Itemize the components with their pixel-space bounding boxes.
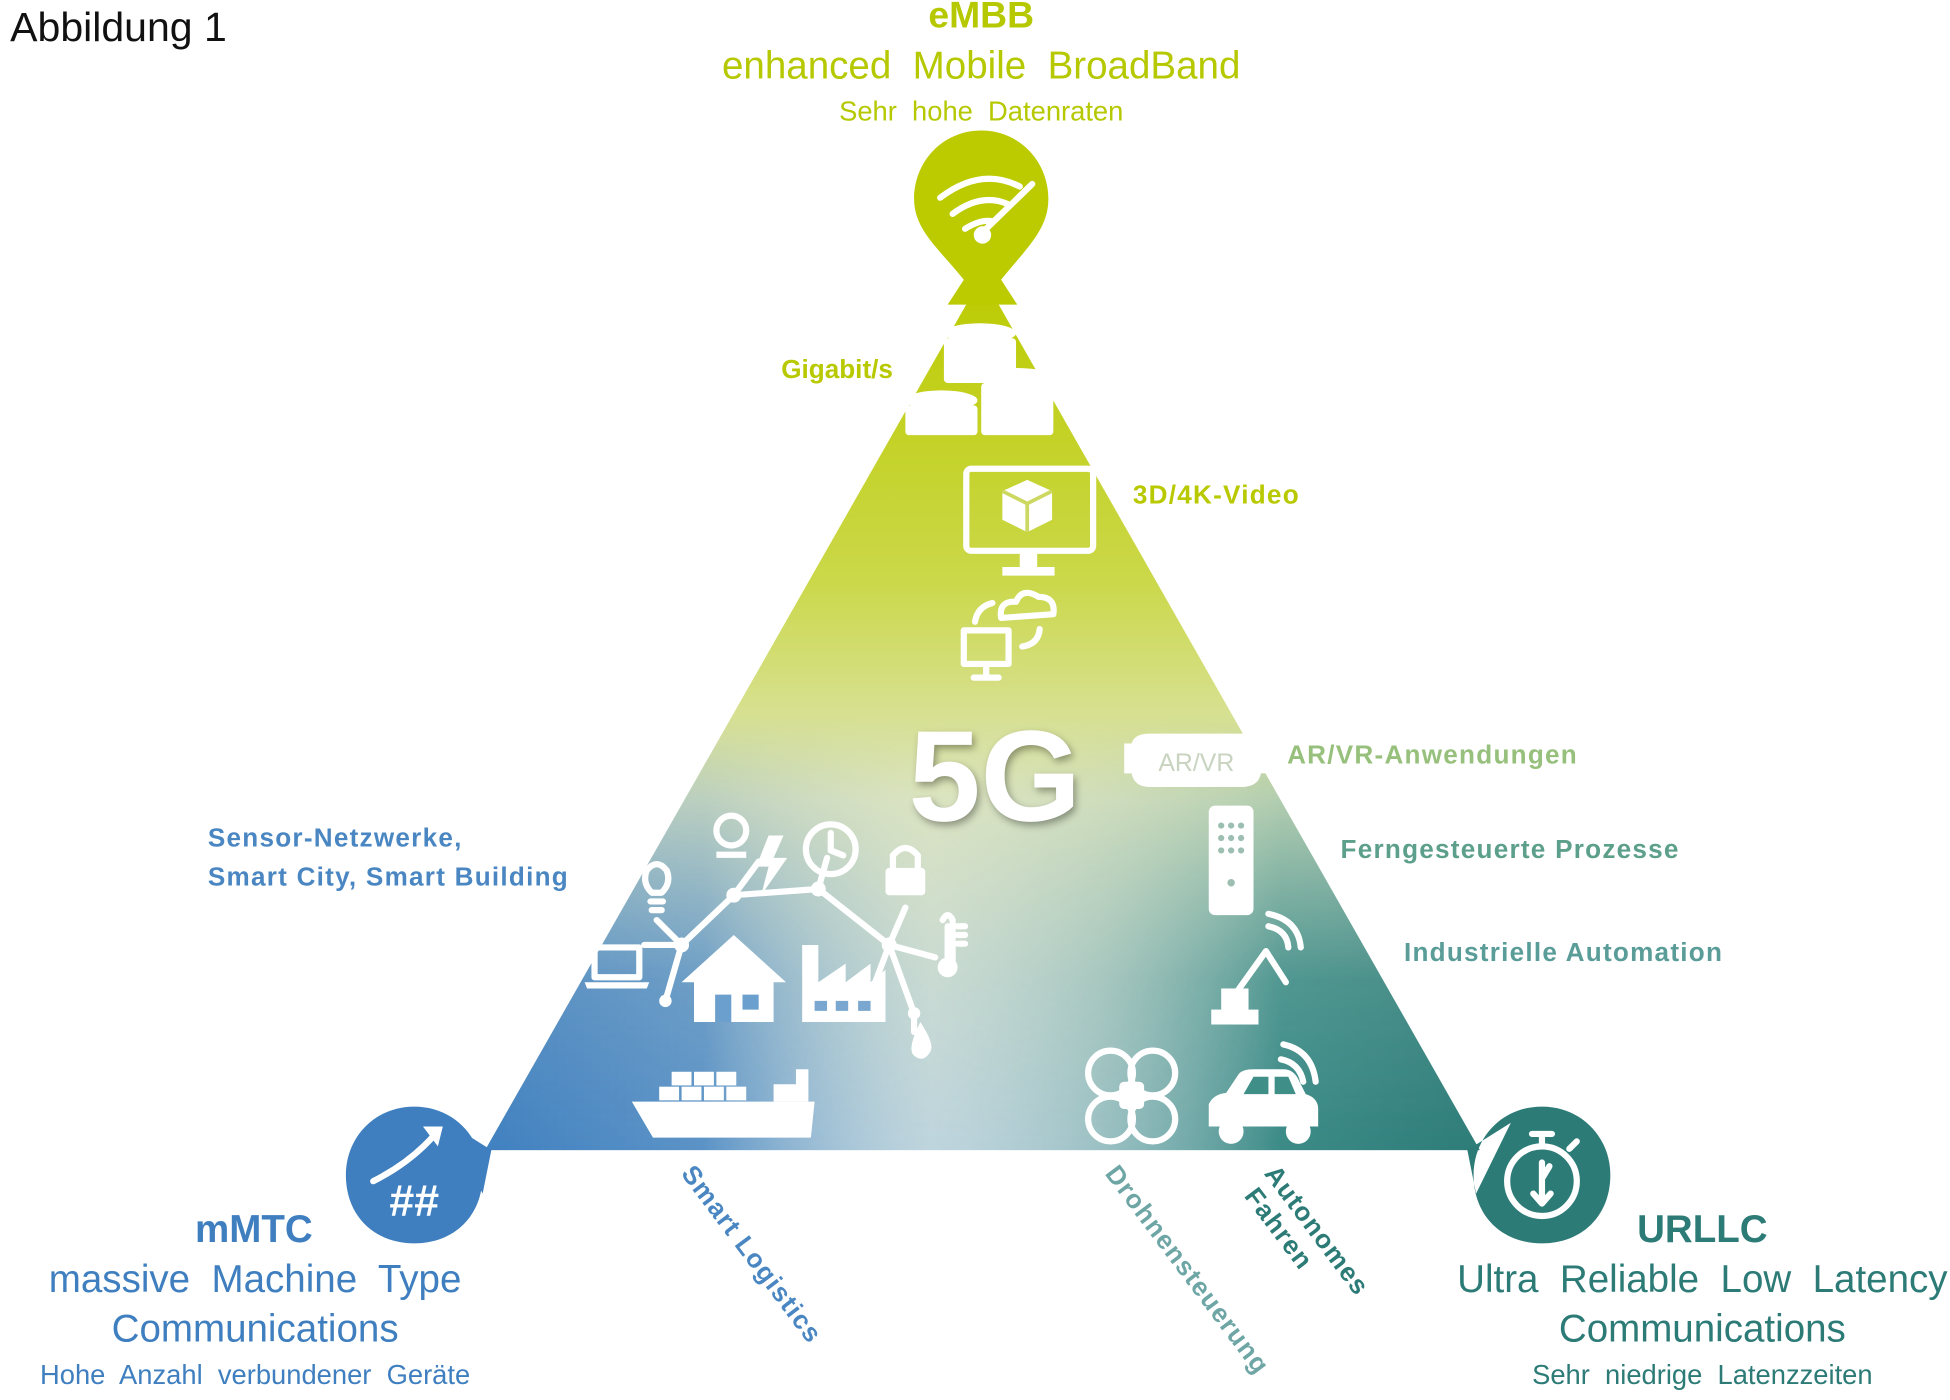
figure-label: Abbildung 1: [10, 4, 227, 50]
urllc-abbr: URLLC: [1637, 1208, 1768, 1251]
remote-control-icon: [1208, 805, 1254, 916]
mmtc-name-line1: massive Machine Type: [49, 1258, 462, 1301]
label-sensor-networks-line2: Smart City, Smart Building: [208, 861, 569, 891]
label-industrial-automation: Industrielle Automation: [1404, 937, 1723, 967]
database-icon: [905, 323, 1054, 436]
5g-triangle: [485, 276, 1480, 1151]
smart-city-network-icon: [584, 812, 969, 1059]
mmtc-abbr: mMTC: [195, 1208, 313, 1251]
embb-pin: [914, 130, 1049, 305]
ar-vr-glasses-icon: AR/VR: [1124, 733, 1266, 788]
urllc-name-line1: Ultra Reliable Low Latency: [1457, 1258, 1948, 1301]
wifi-speedometer-icon: [937, 175, 1036, 244]
svg-text:##: ##: [389, 1176, 439, 1226]
embb-desc: Sehr hohe Datenraten: [839, 96, 1123, 127]
monitor-3d-icon: [963, 465, 1097, 576]
hash-growth-icon: ##: [370, 1126, 443, 1226]
urllc-pin: [1467, 1106, 1611, 1244]
mmtc-desc: Hohe Anzahl verbundener Geräte: [40, 1359, 470, 1390]
stopwatch-icon: [1504, 1130, 1580, 1220]
label-gigabit: Gigabit/s: [781, 354, 893, 384]
embb-abbr: eMBB: [928, 0, 1034, 35]
connected-car-icon: [1208, 1041, 1319, 1144]
cargo-ship-icon: [631, 1069, 815, 1138]
drone-icon: [1085, 1047, 1179, 1145]
embb-name: enhanced Mobile BroadBand: [722, 44, 1240, 87]
center-5g-label: 5G: [909, 705, 1081, 849]
mmtc-pin: ##: [345, 1106, 492, 1244]
label-remote-processes: Ferngesteuerte Prozesse: [1341, 834, 1680, 864]
mmtc-name-line2: Communications: [112, 1308, 399, 1351]
label-arvr: AR/VR-Anwendungen: [1287, 739, 1578, 769]
label-video: 3D/4K-Video: [1133, 480, 1300, 510]
label-sensor-networks-line1: Sensor-Netzwerke,: [208, 823, 463, 853]
cloud-sync-icon: [960, 589, 1057, 681]
robot-arm-icon: [1211, 910, 1304, 1025]
urllc-name-line2: Communications: [1559, 1308, 1846, 1351]
label-smart-logistics: Smart Logistics: [676, 1159, 829, 1348]
ar-vr-glasses-label: AR/VR: [1158, 749, 1234, 777]
urllc-desc: Sehr niedrige Latenzzeiten: [1532, 1359, 1873, 1390]
